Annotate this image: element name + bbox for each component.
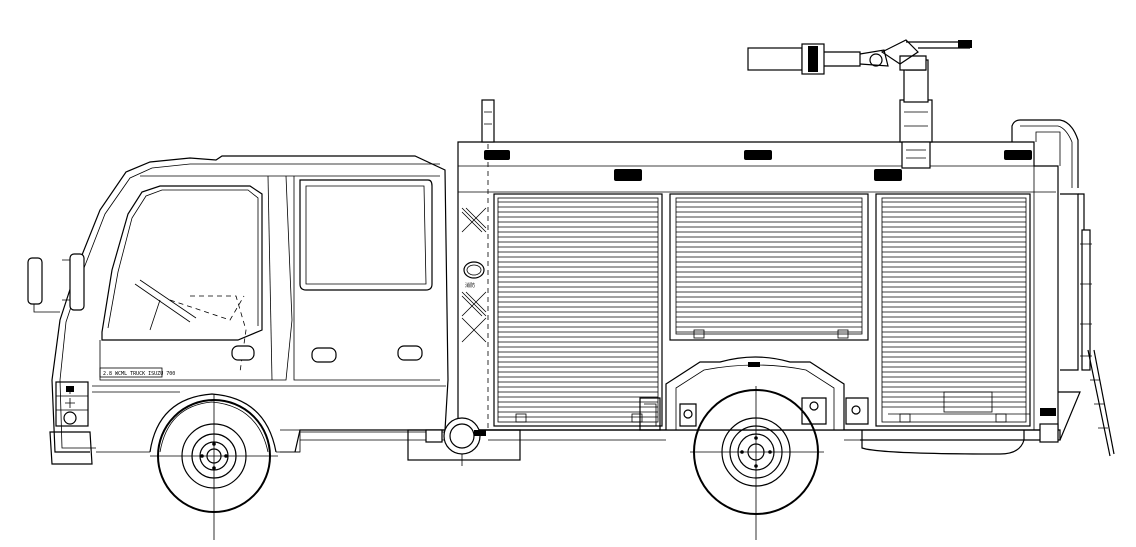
water-cannon [747,39,972,169]
door-badge [99,367,163,378]
door-badge-text: 2.8 WCML TRUCK ISUZU 700 [103,371,175,377]
side-mirror [27,253,85,313]
roof-rail [1011,119,1079,188]
roller-shutter-1 [493,193,663,427]
body-chevron-pattern [461,207,487,343]
emblem-text: 消防 [465,282,475,289]
roof-marker-light-4 [874,169,902,181]
roof-marker-light-3 [744,150,772,160]
front-door-handle [231,345,255,361]
body-emblem: 消防 [463,261,485,289]
roller-shutter-3 [875,193,1031,427]
cab: 2.8 WCML TRUCK ISUZU 700 [27,155,449,465]
roller-shutter-2 [669,193,869,341]
rear-wheel-arch [639,356,869,431]
roof-marker-light-1 [484,150,510,160]
front-wheel [150,394,278,540]
rear-door-window [299,179,433,291]
roof-light [481,99,495,143]
rear-wheel [690,386,824,540]
front-bumper [49,431,93,465]
middle-door-handle [311,347,337,363]
roof-marker-light-2 [614,169,642,181]
chassis [407,391,1061,466]
headlight [55,381,89,427]
rear-door-handle [397,345,423,361]
cannon-nozzle [747,47,803,71]
front-door-window [101,185,263,341]
rear-ladder [1039,193,1115,457]
roof-marker-light-5 [1004,150,1032,160]
